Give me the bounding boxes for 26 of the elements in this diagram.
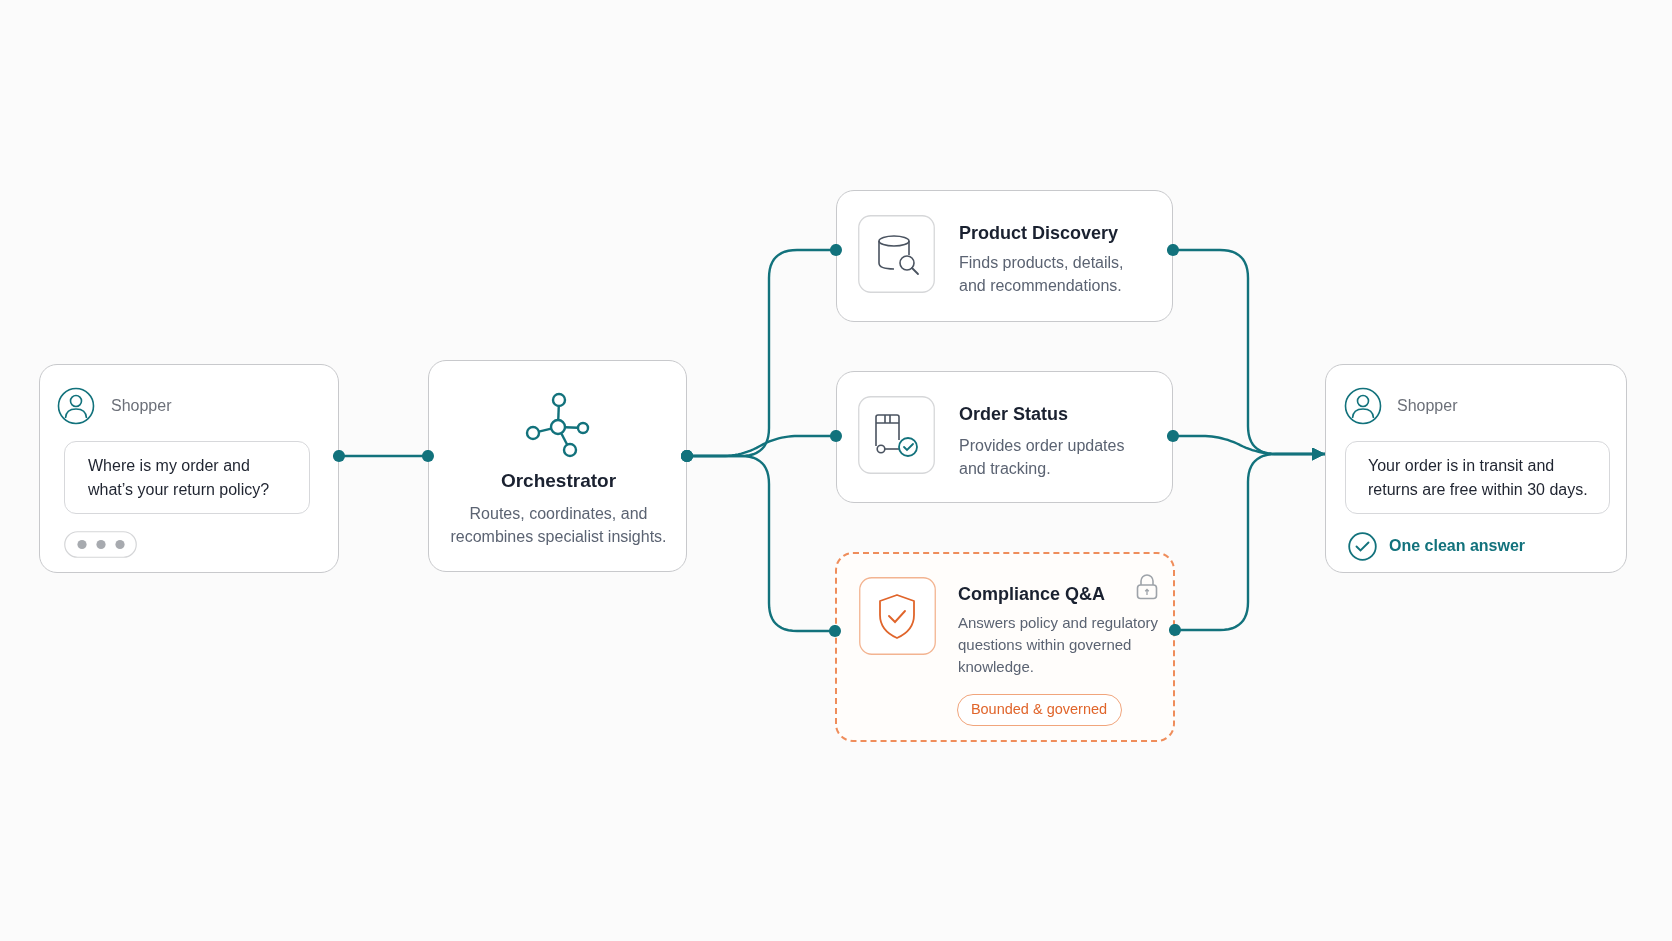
card-description: Answers policy and regulatory questions within governed knowledge. [958,613,1160,677]
message-bubble [64,441,310,514]
agent-card [836,371,1173,503]
chat-card [1325,364,1627,573]
chat-card [39,364,339,573]
status-tag [957,694,1122,726]
agent-card [836,190,1173,322]
card-description: Finds products, details, and recommendations. [959,253,1125,296]
message-bubble [1345,441,1610,514]
tag-label: Bounded & governed [969,700,1109,719]
card-title: Order Status [959,403,1069,426]
process-card [428,360,687,572]
connector [1168,447,1325,637]
card-description: Routes, coordinates, and recombines specialist insights. [449,504,668,547]
card-title: Orchestrator [499,469,618,493]
connector [332,449,435,463]
sender-name: Shopper [1397,396,1458,416]
card-title: Product Discovery [959,222,1119,245]
message-text: Where is my order and what’s your return policy? [88,456,271,500]
message-text: Your order is in transit and returns are free within 30 days. [1368,456,1589,500]
agent-card [835,552,1175,742]
card-description: Provides order updates and tracking. [959,436,1126,479]
card-title: Compliance Q&A [958,583,1106,606]
sender-name: Shopper [111,396,172,416]
answer-note: One clean answer [1389,536,1526,556]
connector [680,449,842,638]
